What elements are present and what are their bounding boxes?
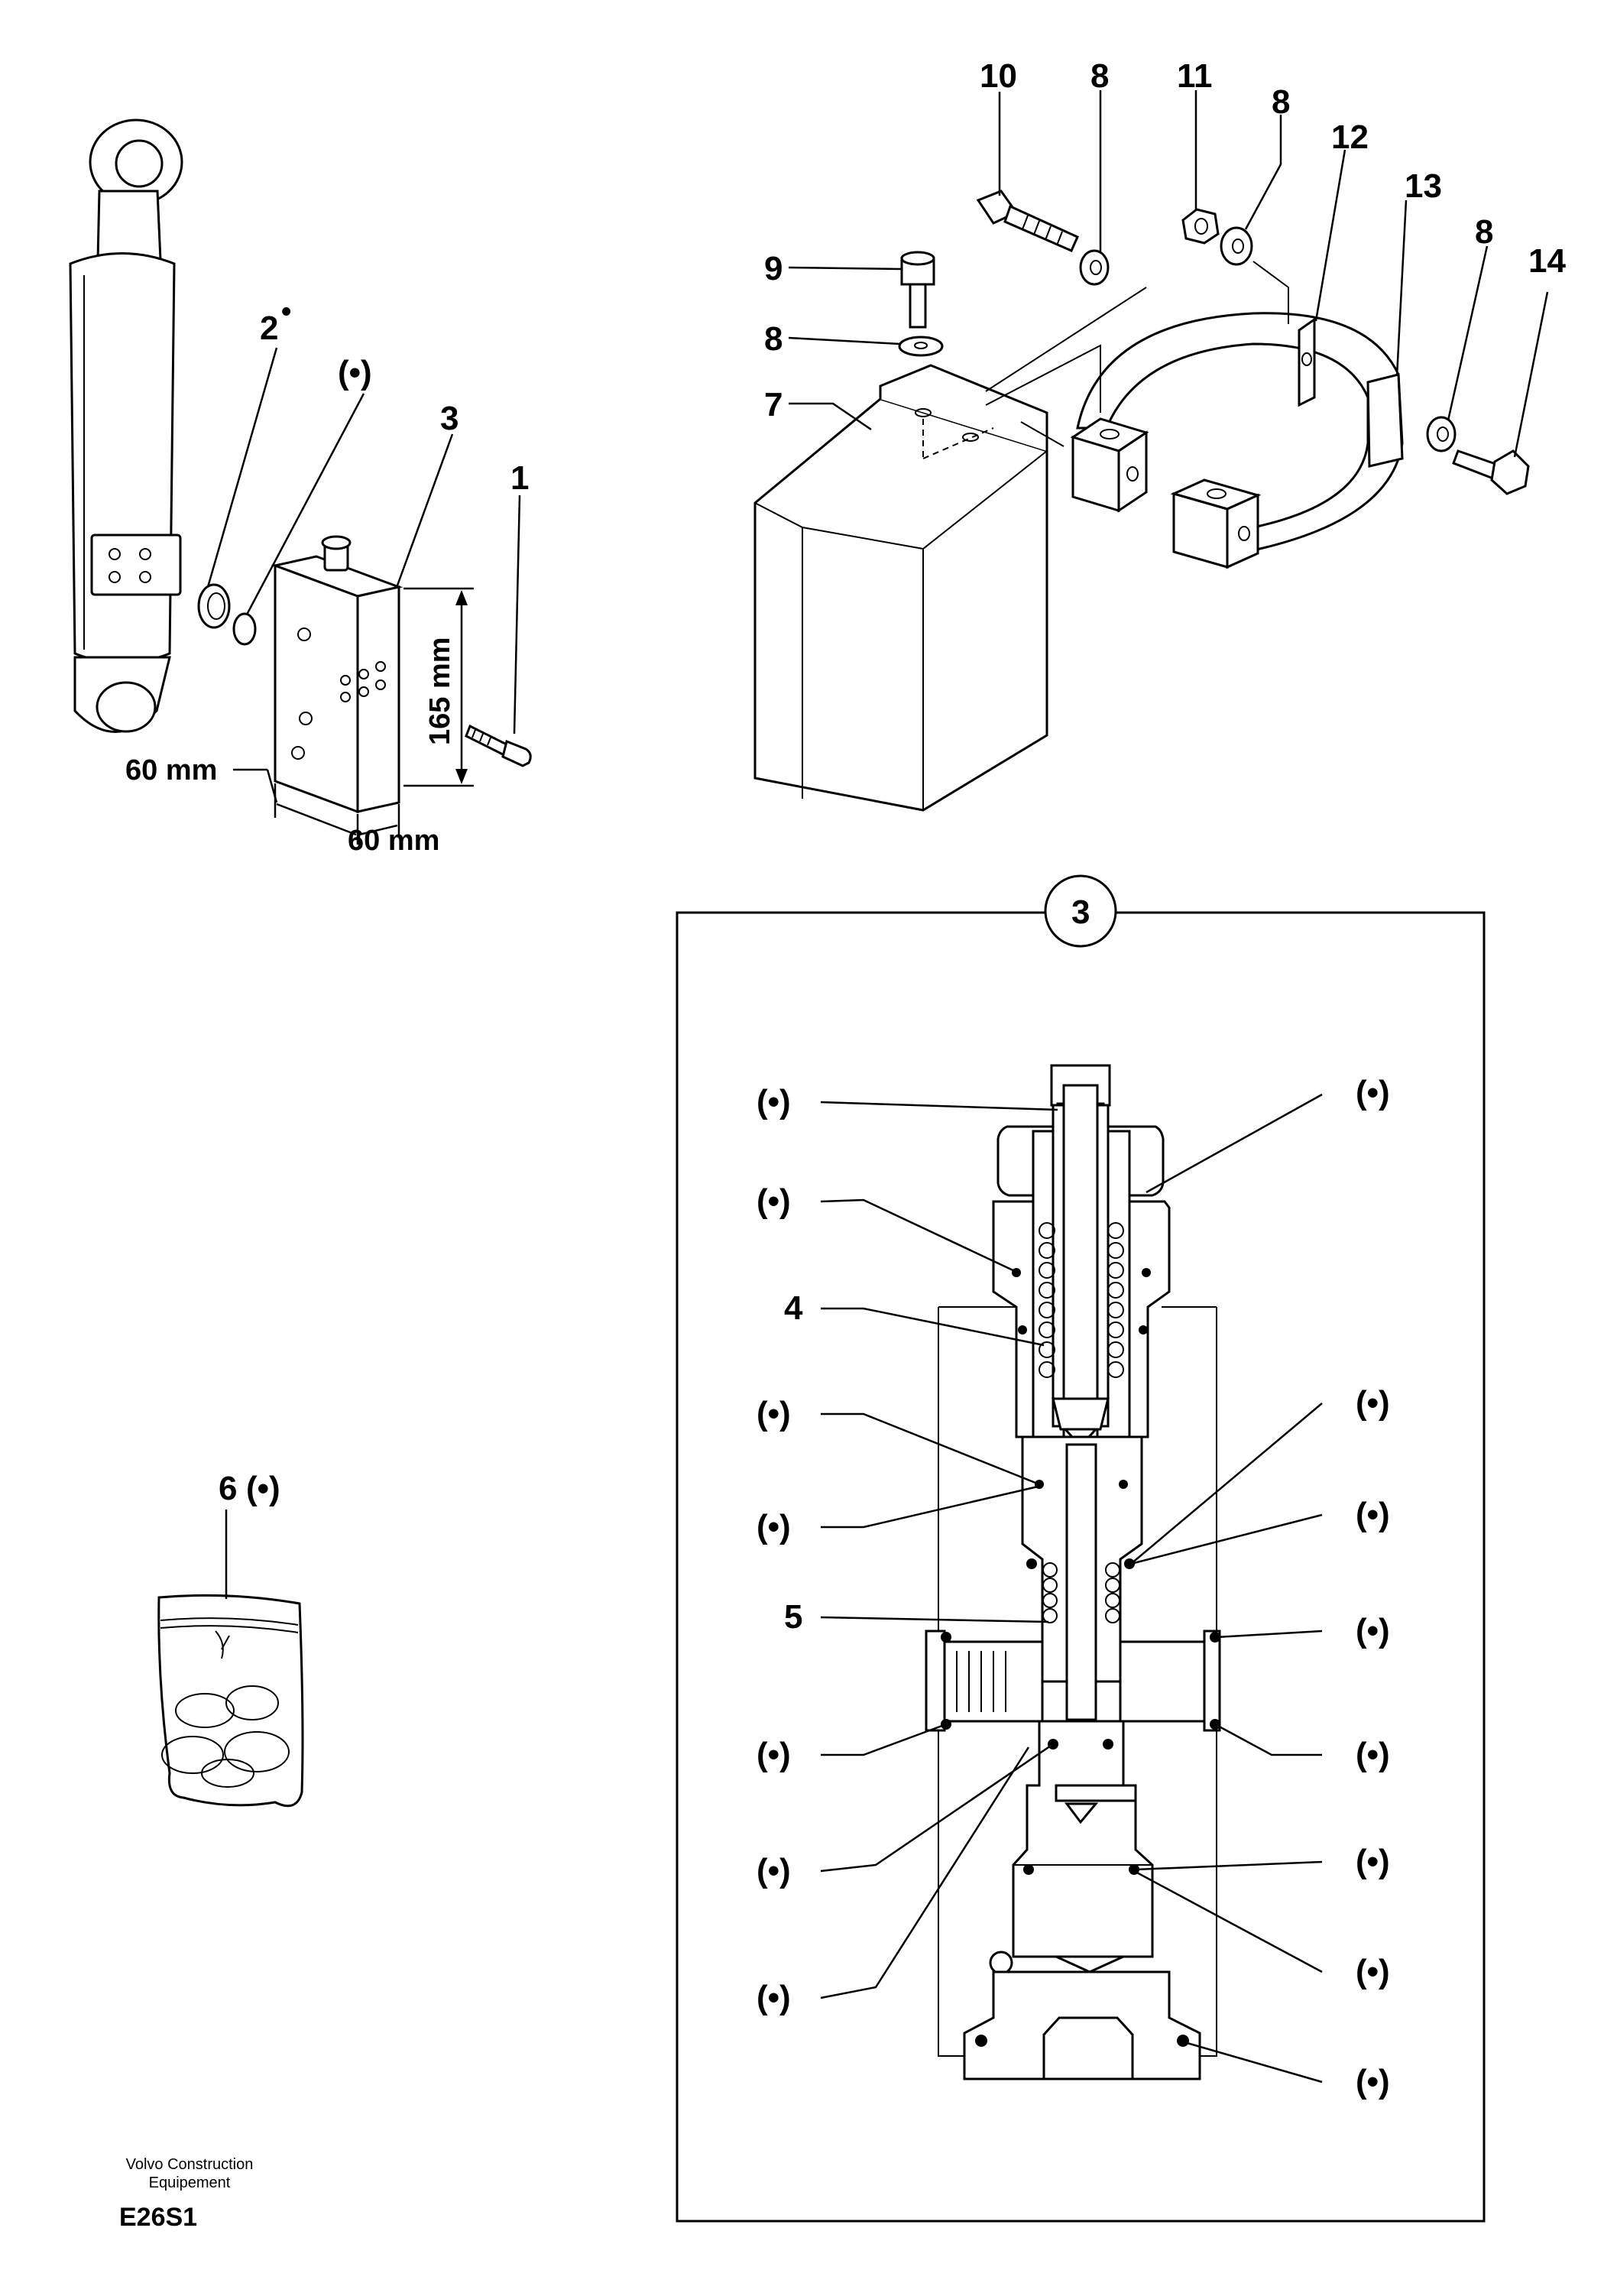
detail-label-right-8: (•) bbox=[1356, 2063, 1390, 2100]
label-part-8-right: 8 bbox=[1475, 213, 1493, 251]
detail-label-left-1: (•) bbox=[757, 1083, 791, 1120]
label-part-2: 2 bbox=[260, 310, 278, 347]
label-part-6-paren: (•) bbox=[246, 1470, 280, 1507]
bolt-part-14 bbox=[1452, 449, 1530, 495]
washer-part-8-c bbox=[1220, 226, 1253, 266]
valve-cross-section bbox=[925, 1064, 1221, 2080]
detail-label-left-7: (•) bbox=[757, 1979, 791, 2016]
detail-label-right-5: (•) bbox=[1356, 1736, 1390, 1773]
detail-label-right-3: (•) bbox=[1356, 1496, 1390, 1533]
washer-part-8-d bbox=[1426, 416, 1457, 452]
clamp-block-left bbox=[1070, 417, 1149, 513]
dimension-width bbox=[233, 768, 400, 848]
dimension-height bbox=[403, 587, 474, 787]
detail-label-right-4: (•) bbox=[1356, 1612, 1390, 1649]
label-part-11: 11 bbox=[1177, 57, 1213, 95]
label-part-13: 13 bbox=[1405, 167, 1442, 205]
label-part-1: 1 bbox=[510, 459, 529, 497]
label-part-7: 7 bbox=[764, 386, 783, 423]
label-part-2-paren: (•) bbox=[338, 354, 372, 391]
dimension-height-label: 165 mm bbox=[424, 637, 456, 745]
detail-label-left-3: (•) bbox=[757, 1395, 791, 1432]
label-part-6: 6 bbox=[219, 1470, 237, 1507]
detail-label-right-1: (•) bbox=[1356, 1074, 1390, 1111]
seal-kit-bag-part-6 bbox=[157, 1594, 304, 1808]
seal-ring-part-2 bbox=[197, 583, 257, 646]
clamp-block-right bbox=[1170, 478, 1262, 569]
cover-box-part-7 bbox=[753, 364, 1048, 812]
label-part-12: 12 bbox=[1331, 118, 1369, 156]
footer-code: E26S1 bbox=[119, 2203, 197, 2232]
bolt-part-10 bbox=[976, 190, 1079, 252]
label-part-10: 10 bbox=[980, 57, 1017, 95]
spring-part-5 bbox=[1042, 1562, 1120, 1623]
label-part-8-top-left: 8 bbox=[1090, 57, 1109, 95]
nut-part-11 bbox=[1181, 208, 1220, 245]
detail-leader-lines bbox=[820, 1093, 1323, 2084]
bolt-part-9 bbox=[900, 251, 935, 329]
dimension-width-left-label: 60 mm bbox=[125, 754, 217, 786]
detail-label-left-5: (•) bbox=[757, 1736, 791, 1773]
label-part-2-mark: • bbox=[281, 296, 291, 328]
detail-callout-circle bbox=[1044, 874, 1117, 948]
washer-part-8-b bbox=[1079, 249, 1110, 286]
detail-callout-label: 3 bbox=[1071, 893, 1090, 931]
detail-label-left-2: (•) bbox=[757, 1182, 791, 1220]
label-part-8-left: 8 bbox=[764, 320, 783, 358]
label-part-4: 4 bbox=[784, 1289, 803, 1327]
footer-brand-line2: Equipement bbox=[149, 2174, 231, 2191]
detail-label-left-4: (•) bbox=[757, 1508, 791, 1545]
washer-part-8-a bbox=[898, 336, 944, 357]
bolt-part-1 bbox=[465, 724, 532, 767]
detail-label-right-6: (•) bbox=[1356, 1843, 1390, 1880]
label-part-3: 3 bbox=[440, 400, 459, 437]
hydraulic-cylinder bbox=[69, 118, 183, 733]
detail-label-right-2: (•) bbox=[1356, 1384, 1390, 1422]
spring-part-4 bbox=[1039, 1222, 1124, 1378]
detail-label-left-6: (•) bbox=[757, 1852, 791, 1889]
label-part-14: 14 bbox=[1528, 242, 1566, 280]
detail-label-right-7: (•) bbox=[1356, 1953, 1390, 1990]
label-part-8-top-mid: 8 bbox=[1272, 83, 1290, 121]
footer-brand-line1: Volvo Construction bbox=[126, 2156, 254, 2173]
label-part-5: 5 bbox=[784, 1598, 802, 1636]
label-part-9: 9 bbox=[764, 250, 783, 287]
valve-block-part-3 bbox=[271, 535, 403, 814]
dimension-width-bottom-label: 60 mm bbox=[348, 825, 439, 857]
